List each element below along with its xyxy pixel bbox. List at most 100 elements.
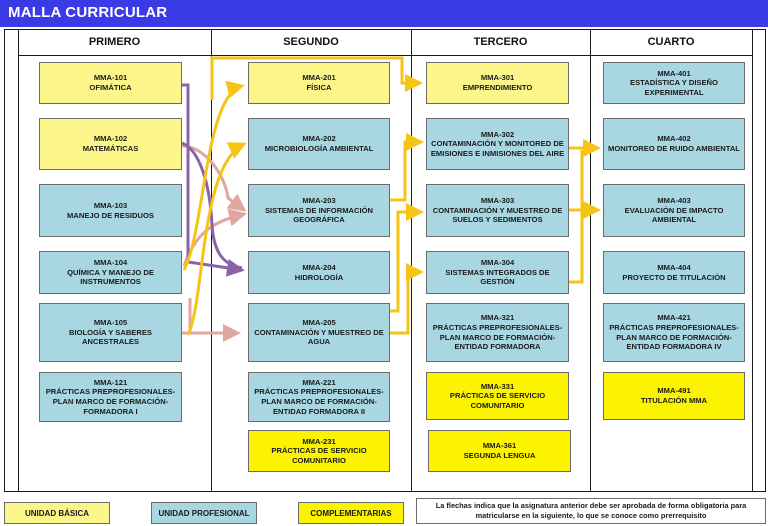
arrow-purple — [181, 141, 243, 270]
course-mma-101[interactable]: MMA-101 OFIMÁTICA — [39, 62, 182, 104]
course-mma-231[interactable]: MMA-231 PRÁCTICAS DE SERVICIO COMUNITARI… — [248, 430, 390, 472]
course-mma-402[interactable]: MMA-402 MONITOREO DE RUIDO AMBIENTAL — [603, 118, 745, 170]
course-mma-204[interactable]: MMA-204 HIDROLOGÍA — [248, 251, 390, 294]
course-code: MMA-303 — [480, 196, 515, 206]
course-code: MMA-205 — [302, 318, 336, 328]
course-name: PRÁCTICAS PREPROFESIONALES-PLAN MARCO DE… — [254, 387, 384, 416]
course-mma-102[interactable]: MMA-102 MATEMÁTICAS — [39, 118, 182, 170]
course-name: EVALUACIÓN DE IMPACTO AMBIENTAL — [624, 205, 724, 225]
course-mma-105[interactable]: MMA-105 BIOLOGÍA Y SABERES ANCESTRALES — [39, 303, 182, 362]
course-code: MMA-102 — [93, 134, 128, 144]
arrow-gold — [569, 150, 584, 284]
course-mma-304[interactable]: MMA-304 SISTEMAS INTEGRADOS DE GESTIÓN — [426, 251, 569, 294]
course-name: QUÍMICA Y MANEJO DE INSTRUMENTOS — [67, 267, 154, 287]
grid-divider — [18, 29, 19, 492]
course-code: MMA-404 — [657, 262, 691, 272]
course-code: MMA-304 — [480, 258, 515, 268]
curriculum-grid — [4, 29, 766, 492]
course-name: PRÁCTICAS PREPROFESIONALES-PLAN MARCO DE… — [432, 322, 563, 352]
arrow-gold — [210, 56, 423, 100]
legend-unidad-profesional: UNIDAD PROFESIONAL — [151, 502, 257, 524]
course-name: TITULACIÓN MMA — [640, 396, 708, 405]
course-code: MMA-121 — [93, 377, 128, 387]
course-name: MONITOREO DE RUIDO AMBIENTAL — [608, 144, 740, 153]
title-bar: MALLA CURRICULAR — [0, 0, 768, 27]
course-name: BIOLOGÍA Y SABERES ANCESTRALES — [69, 327, 152, 347]
course-code: MMA-402 — [657, 134, 691, 144]
grid-divider — [590, 29, 591, 492]
course-name: HIDROLOGÍA — [294, 272, 344, 282]
course-name: PRÁCTICAS PREPROFESIONALES-PLAN MARCO DE… — [609, 322, 739, 352]
column-header-primero: PRIMERO — [18, 29, 211, 56]
course-mma-201[interactable]: MMA-201 FÍSICA — [248, 62, 390, 104]
course-mma-403[interactable]: MMA-403 EVALUACIÓN DE IMPACTO AMBIENTAL — [603, 184, 745, 237]
course-mma-301[interactable]: MMA-301 EMPRENDIMIENTO — [426, 62, 569, 104]
course-mma-221[interactable]: MMA-221 PRÁCTICAS PREPROFESIONALES-PLAN … — [248, 372, 390, 422]
course-code: MMA-105 — [93, 318, 128, 328]
course-mma-361[interactable]: MMA-361 SEGUNDA LENGUA — [428, 430, 571, 472]
course-name: ESTADÍSTICA Y DISEÑO EXPERIMENTAL — [630, 78, 718, 97]
arrow-purple — [182, 83, 245, 277]
legend-complementarias: COMPLEMENTARIAS — [298, 502, 404, 524]
course-mma-401[interactable]: MMA-401 ESTADÍSTICA Y DISEÑO EXPERIMENTA… — [603, 62, 745, 104]
course-name: PRÁCTICAS DE SERVICIO COMUNITARIO — [271, 446, 367, 465]
course-name: SEGUNDA LENGUA — [463, 451, 536, 460]
course-code: MMA-301 — [480, 73, 515, 83]
course-name: CONTAMINACIÓN Y MUESTREO DE SUELOS Y SED… — [432, 205, 563, 225]
course-mma-491[interactable]: MMA-491 TITULACIÓN MMA — [603, 372, 745, 420]
course-mma-205[interactable]: MMA-205 CONTAMINACIÓN Y MUESTREO DE AGUA — [248, 303, 390, 362]
course-name: CONTAMINACIÓN Y MUESTREO DE AGUA — [254, 327, 384, 347]
course-code: MMA-401 — [657, 68, 691, 78]
column-header-cuarto: CUARTO — [590, 29, 752, 56]
course-mma-203[interactable]: MMA-203 SISTEMAS DE INFORMACIÓN GEOGRÁFI… — [248, 184, 390, 237]
course-mma-404[interactable]: MMA-404 PROYECTO DE TITULACIÓN — [603, 251, 745, 294]
course-code: MMA-491 — [657, 386, 691, 396]
course-mma-421[interactable]: MMA-421 PRÁCTICAS PREPROFESIONALES-PLAN … — [603, 303, 745, 362]
grid-divider — [211, 29, 212, 492]
course-code: MMA-331 — [480, 381, 515, 391]
course-code: MMA-302 — [480, 129, 515, 139]
course-code: MMA-104 — [93, 258, 128, 268]
course-name: SISTEMAS INTEGRADOS DE GESTIÓN — [445, 267, 550, 287]
course-mma-302[interactable]: MMA-302 CONTAMINACIÓN Y MONITORED DE EMI… — [426, 118, 569, 170]
course-mma-303[interactable]: MMA-303 CONTAMINACIÓN Y MUESTREO DE SUEL… — [426, 184, 569, 237]
course-code: MMA-204 — [302, 262, 336, 272]
course-code: MMA-101 — [93, 73, 128, 83]
course-code: MMA-231 — [302, 436, 336, 446]
course-code: MMA-103 — [93, 200, 128, 210]
course-mma-103[interactable]: MMA-103 MANEJO DE RESIDUOS — [39, 184, 182, 237]
arrow-gold — [186, 142, 247, 336]
arrow-gold — [390, 133, 424, 202]
column-header-tercero: TERCERO — [411, 29, 590, 56]
course-name: MICROBIOLOGÍA AMBIENTAL — [264, 144, 374, 153]
legend-note: La flechas indica que la asignatura ante… — [416, 498, 766, 524]
grid-divider — [752, 29, 753, 492]
course-mma-331[interactable]: MMA-331 PRÁCTICAS DE SERVICIO COMUNITARI… — [426, 372, 569, 420]
arrow-gold — [390, 203, 424, 313]
course-name: EMPRENDIMIENTO — [462, 83, 533, 92]
arrow-gold — [390, 263, 424, 335]
course-code: MMA-321 — [480, 313, 515, 323]
course-mma-121[interactable]: MMA-121 PRÁCTICAS PREPROFESIONALES-PLAN … — [39, 372, 182, 422]
course-name: OFIMÁTICA — [89, 83, 132, 92]
page-title: MALLA CURRICULAR — [8, 4, 168, 21]
course-mma-202[interactable]: MMA-202 MICROBIOLOGÍA AMBIENTAL — [248, 118, 390, 170]
course-mma-321[interactable]: MMA-321 PRÁCTICAS PREPROFESIONALES-PLAN … — [426, 303, 569, 362]
arrow-gold — [182, 80, 245, 271]
course-code: MMA-221 — [302, 377, 336, 387]
course-name: SISTEMAS DE INFORMACIÓN GEOGRÁFICA — [264, 205, 373, 225]
course-name: PRÁCTICAS DE SERVICIO COMUNITARIO — [449, 391, 546, 410]
course-name: MANEJO DE RESIDUOS — [67, 210, 154, 220]
course-code: MMA-201 — [302, 73, 336, 83]
course-code: MMA-203 — [302, 196, 336, 206]
course-code: MMA-361 — [482, 441, 517, 451]
legend-unidad-basica: UNIDAD BÁSICA — [4, 502, 110, 524]
course-code: MMA-421 — [657, 313, 691, 323]
course-mma-104[interactable]: MMA-104 QUÍMICA Y MANEJO DE INSTRUMENTOS — [39, 251, 182, 294]
grid-divider — [411, 29, 412, 492]
course-name: FÍSICA — [306, 83, 332, 92]
course-name: PROYECTO DE TITULACIÓN — [622, 272, 726, 282]
course-code: MMA-403 — [657, 196, 691, 206]
course-code: MMA-202 — [302, 134, 336, 144]
